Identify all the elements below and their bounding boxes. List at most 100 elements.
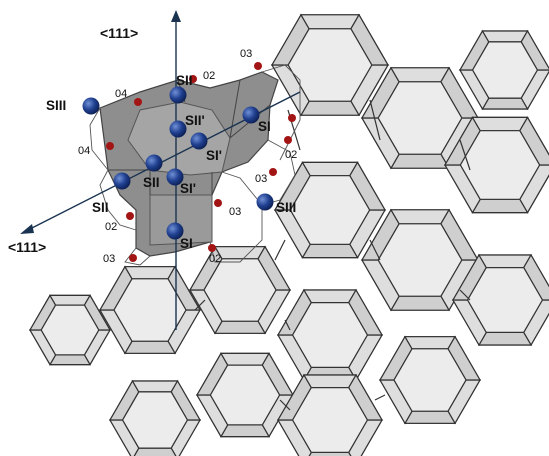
cage-inner-hexagon — [121, 391, 189, 449]
site-label-si-right: SI — [258, 119, 271, 134]
oxygen-label-o2-left: 02 — [105, 221, 117, 233]
cage-bevel-face — [131, 380, 179, 393]
cation-si-prime-right — [190, 132, 208, 150]
cage-bevel-face — [302, 289, 358, 304]
oxygen-atom — [288, 114, 296, 122]
cage-bevel-face — [48, 294, 92, 306]
oxygen-label-o4-left2: 04 — [78, 145, 90, 157]
cage-bevel-face — [123, 266, 177, 280]
framework-bond — [274, 239, 286, 261]
cage-bevel-face — [123, 340, 177, 354]
cage-bevel-face — [471, 198, 529, 214]
cage-bevel-face — [477, 254, 533, 269]
oxygen-atoms — [106, 62, 296, 262]
cage-inner-hexagon — [393, 348, 467, 412]
cage-bevel-face — [219, 424, 271, 438]
cage-bevel-face — [481, 97, 529, 110]
site-label-siii-left: SIII — [46, 98, 66, 113]
cation-si-prime-mid — [166, 168, 184, 186]
cation-siii-left — [82, 97, 100, 115]
hexagonal-prism-face — [149, 194, 213, 246]
framework-bond — [194, 299, 206, 311]
framework-bond — [459, 139, 471, 171]
site-label-si-prime-right: SI' — [206, 148, 222, 163]
cage-bevel-face — [389, 67, 451, 83]
sodalite-cage-highlight — [99, 71, 279, 257]
diagonal-axis-label: <111> — [8, 239, 46, 255]
cage-bevel-face — [471, 116, 529, 132]
site-label-siii-right: SIII — [276, 200, 296, 215]
oxygen-atom — [129, 254, 137, 262]
oxygen-atom — [106, 142, 114, 150]
site-label-sii-mid: SII — [143, 175, 160, 190]
site-label-si-prime-mid: SI' — [180, 181, 196, 196]
oxygen-label-o2-right: 02 — [285, 149, 297, 161]
cation-sii-prime — [169, 120, 187, 138]
oxygen-atom — [214, 199, 222, 207]
framework-bond — [279, 399, 291, 411]
cage-inner-hexagon — [466, 267, 544, 333]
cage-bevel-face — [219, 352, 271, 366]
cage-bevel-face — [477, 331, 533, 346]
site-label-si-bottom: SI — [180, 236, 193, 251]
cage-inner-hexagon — [377, 223, 463, 297]
cage-bevel-face — [299, 100, 361, 116]
cation-siii-right — [256, 193, 274, 211]
diagonal-axis-arrowhead — [20, 224, 34, 234]
oxygen-label-o3-left: 03 — [103, 253, 115, 265]
cation-si-right — [242, 106, 260, 124]
cage-bevel-face — [301, 161, 359, 177]
oxygen-label-o3-mid: 03 — [229, 206, 241, 218]
sodalite-framework — [28, 13, 549, 456]
framework-bond — [369, 239, 381, 261]
oxygen-atom — [208, 244, 216, 252]
oxygen-atom — [254, 62, 262, 70]
cage-bevel-face — [403, 410, 457, 424]
cage-inner-hexagon — [209, 364, 281, 426]
oxygen-atom — [134, 98, 142, 106]
oxygen-atom — [269, 168, 277, 176]
framework-bond — [284, 319, 291, 331]
cage-bevel-face — [48, 354, 92, 366]
cage-bevel-face — [389, 153, 451, 169]
cage-bevel-face — [481, 30, 529, 43]
cage-inner-hexagon — [459, 130, 541, 200]
cage-inner-hexagon — [113, 278, 187, 342]
cage-bevel-face — [133, 447, 177, 456]
cation-sii-left — [113, 172, 131, 190]
oxygen-label-o2-top: 02 — [203, 70, 215, 82]
oxygen-atom — [284, 136, 292, 144]
cation-sii-mid — [145, 154, 163, 172]
site-label-sii-top: SII — [176, 73, 193, 88]
cage-inner-hexagon — [289, 175, 371, 245]
cage-bevel-face — [299, 14, 361, 30]
oxygen-atom — [189, 75, 197, 83]
oxygen-label-o3-right: 03 — [255, 173, 267, 185]
cation-sites — [82, 86, 274, 240]
cage-bevel-face — [302, 374, 358, 389]
cage-bevel-face — [213, 320, 267, 334]
oxygen-label-o3-top: 03 — [240, 48, 252, 60]
cage-bevel-face — [389, 295, 451, 311]
oxygen-label-o2-bottom: 02 — [209, 253, 221, 265]
cage-inner-hexagon — [287, 28, 373, 102]
cage-inner-hexagon — [291, 302, 369, 368]
site-label-sii-prime: SII' — [185, 113, 205, 128]
framework-bond — [369, 99, 381, 141]
oxygen-label-o4-left: 04 — [115, 88, 127, 100]
site-label-sii-left: SII — [92, 200, 109, 215]
cage-inner-hexagon — [291, 387, 369, 453]
vertical-axis-arrowhead — [171, 10, 181, 22]
framework-bond — [374, 394, 386, 401]
cage-inner-hexagon — [203, 258, 277, 322]
cage-inner-hexagon — [40, 304, 100, 356]
cage-inner-hexagon — [377, 81, 463, 155]
vertical-axis-label: <111> — [100, 25, 138, 41]
oxygen-atom — [126, 212, 134, 220]
cage-bevel-face — [213, 246, 267, 260]
cage-inner-hexagon — [471, 41, 539, 99]
cage-bevel-face — [389, 209, 451, 225]
cage-bevel-face — [403, 336, 457, 350]
